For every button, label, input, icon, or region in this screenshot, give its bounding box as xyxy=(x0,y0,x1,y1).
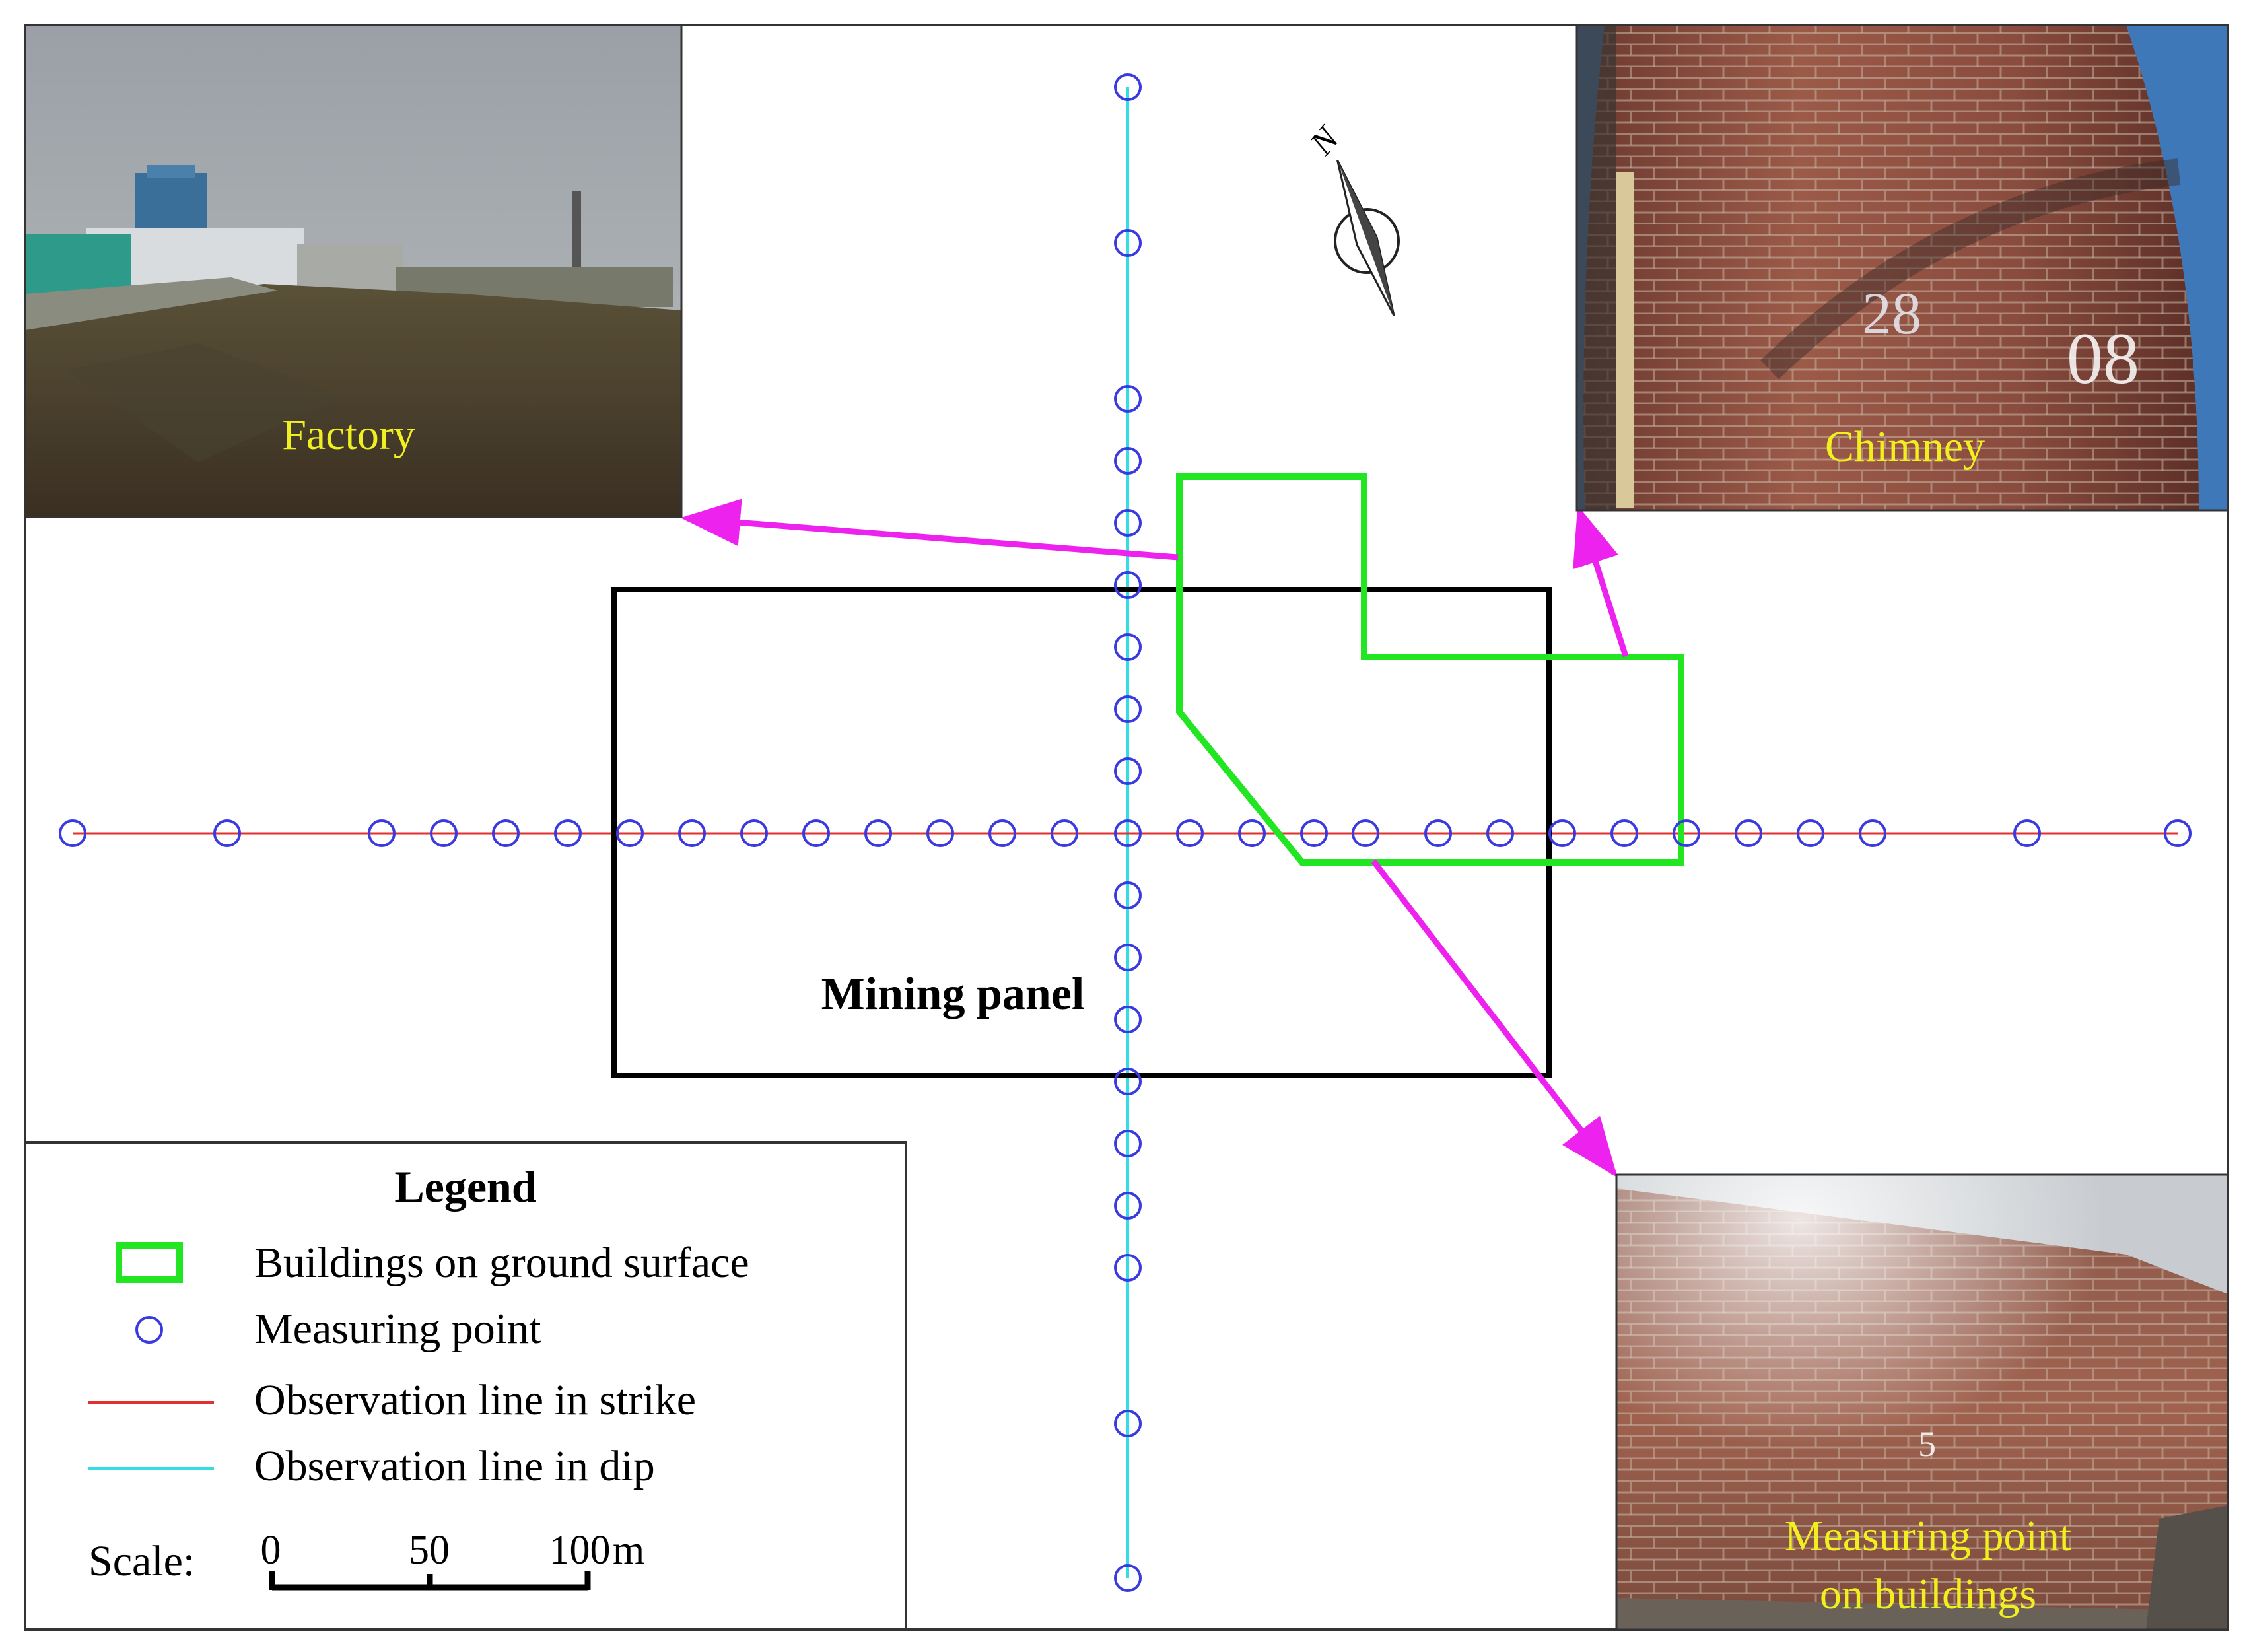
wall-label-line1: Measuring point xyxy=(1785,1512,2071,1560)
factory-photo: Factory xyxy=(24,24,683,518)
dip-measuring-point xyxy=(1114,1410,1142,1437)
scale-unit: m xyxy=(613,1528,644,1573)
dip-measuring-point xyxy=(1114,1068,1142,1095)
legend: Legend Buildings on ground surface Measu… xyxy=(24,1141,907,1631)
dip-measuring-point xyxy=(1114,881,1142,909)
scale-label: Scale: xyxy=(88,1537,195,1585)
dip-measuring-point xyxy=(1114,229,1142,257)
legend-point-symbol xyxy=(135,1316,163,1344)
strike-measuring-point xyxy=(1610,819,1638,847)
dip-measuring-point xyxy=(1114,1006,1142,1033)
strike-measuring-point xyxy=(1548,819,1576,847)
strike-measuring-point xyxy=(926,819,954,847)
strike-measuring-point xyxy=(864,819,892,847)
legend-building-symbol xyxy=(116,1242,183,1283)
legend-title: Legend xyxy=(394,1161,537,1212)
strike-measuring-point xyxy=(740,819,768,847)
svg-text:5: 5 xyxy=(1918,1424,1936,1464)
scale-tick-100: 100 xyxy=(549,1528,611,1573)
legend-item-buildings: Buildings on ground surface xyxy=(254,1239,749,1287)
wall-photo: 5 Measuring point on buildings xyxy=(1615,1173,2229,1631)
dip-measuring-point xyxy=(1114,944,1142,971)
strike-measuring-point xyxy=(802,819,830,847)
dip-measuring-point xyxy=(1114,695,1142,723)
dip-measuring-point xyxy=(1114,633,1142,661)
dip-measuring-point xyxy=(1114,1564,1142,1592)
arrow-to-factory xyxy=(681,499,1179,561)
arrow-to-wall xyxy=(1371,859,1618,1178)
dip-measuring-point xyxy=(1114,1130,1142,1157)
arrow-to-chimney xyxy=(1573,505,1629,658)
factory-label: Factory xyxy=(282,411,415,459)
building-outline xyxy=(1176,473,1684,866)
dip-measuring-point xyxy=(1114,385,1142,413)
strike-measuring-point xyxy=(1859,819,1886,847)
strike-measuring-point xyxy=(1238,819,1266,847)
strike-measuring-point xyxy=(492,819,520,847)
strike-measuring-point xyxy=(616,819,644,847)
chimney-photo: 28 08 Chimney xyxy=(1575,24,2229,512)
legend-item-measuring-point: Measuring point xyxy=(254,1305,541,1353)
legend-item-strike: Observation line in strike xyxy=(254,1376,696,1424)
strike-measuring-point xyxy=(1300,819,1328,847)
wall-label-line2: on buildings xyxy=(1820,1570,2036,1618)
strike-measuring-point xyxy=(678,819,706,847)
strike-measuring-point xyxy=(430,819,458,847)
strike-measuring-point xyxy=(1051,819,1078,847)
chimney-label: Chimney xyxy=(1825,423,1985,471)
svg-text:28: 28 xyxy=(1862,281,1921,347)
strike-measuring-point xyxy=(1424,819,1452,847)
scale-tick-0: 0 xyxy=(261,1528,281,1573)
dip-measuring-point xyxy=(1114,509,1142,537)
strike-measuring-point xyxy=(554,819,582,847)
svg-text:08: 08 xyxy=(2067,318,2139,399)
strike-measuring-point xyxy=(1673,819,1700,847)
strike-measuring-point xyxy=(1352,819,1379,847)
dip-measuring-point xyxy=(1114,571,1142,599)
legend-box xyxy=(24,1141,907,1631)
dip-measuring-point xyxy=(1114,73,1142,101)
strike-measuring-point xyxy=(59,819,86,847)
dip-measuring-point xyxy=(1114,447,1142,475)
strike-measuring-point xyxy=(213,819,241,847)
scale-bar xyxy=(269,1571,591,1591)
strike-measuring-point xyxy=(2164,819,2192,847)
strike-measuring-point xyxy=(1735,819,1762,847)
strike-measuring-point xyxy=(1486,819,1514,847)
strike-measuring-point xyxy=(1176,819,1204,847)
strike-measuring-point xyxy=(988,819,1016,847)
strike-measuring-point xyxy=(1797,819,1824,847)
dip-measuring-point xyxy=(1114,1192,1142,1220)
strike-measuring-point xyxy=(2013,819,2041,847)
mining-panel-label: Mining panel xyxy=(821,969,1085,1019)
strike-measuring-point xyxy=(368,819,396,847)
dip-measuring-point xyxy=(1114,757,1142,785)
measuring-points xyxy=(59,73,2192,1592)
strike-measuring-point xyxy=(1114,819,1142,847)
dip-measuring-point xyxy=(1114,1254,1142,1282)
legend-item-dip: Observation line in dip xyxy=(254,1442,655,1490)
scale-tick-50: 50 xyxy=(409,1528,450,1573)
north-arrow-icon: N xyxy=(1303,119,1400,316)
